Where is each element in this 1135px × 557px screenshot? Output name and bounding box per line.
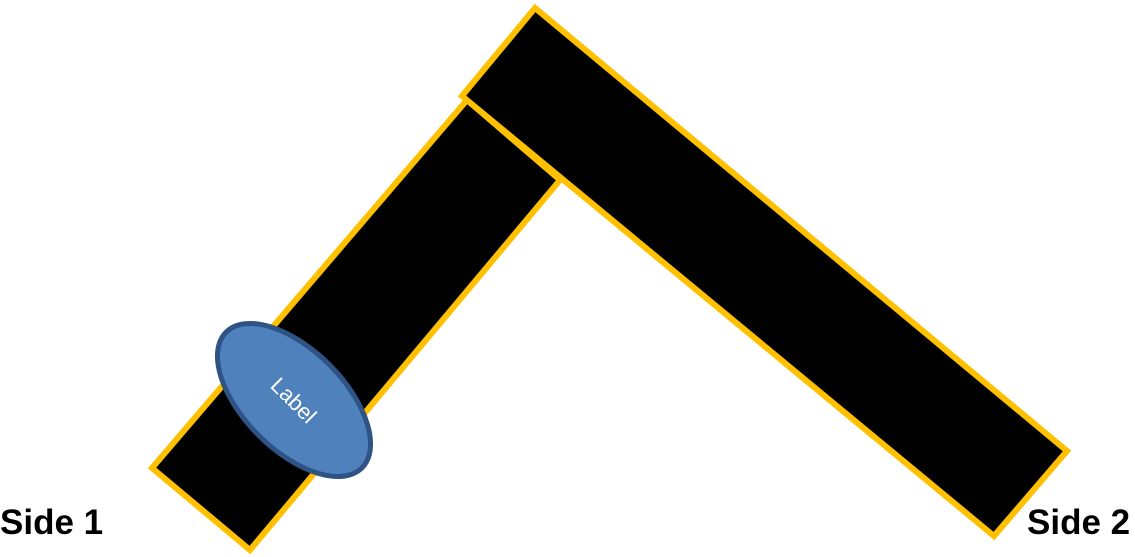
side-2-label: Side 2 <box>1027 503 1131 542</box>
right-bar <box>457 3 1072 541</box>
side-1-label: Side 1 <box>0 503 104 542</box>
left-bar <box>147 95 565 555</box>
